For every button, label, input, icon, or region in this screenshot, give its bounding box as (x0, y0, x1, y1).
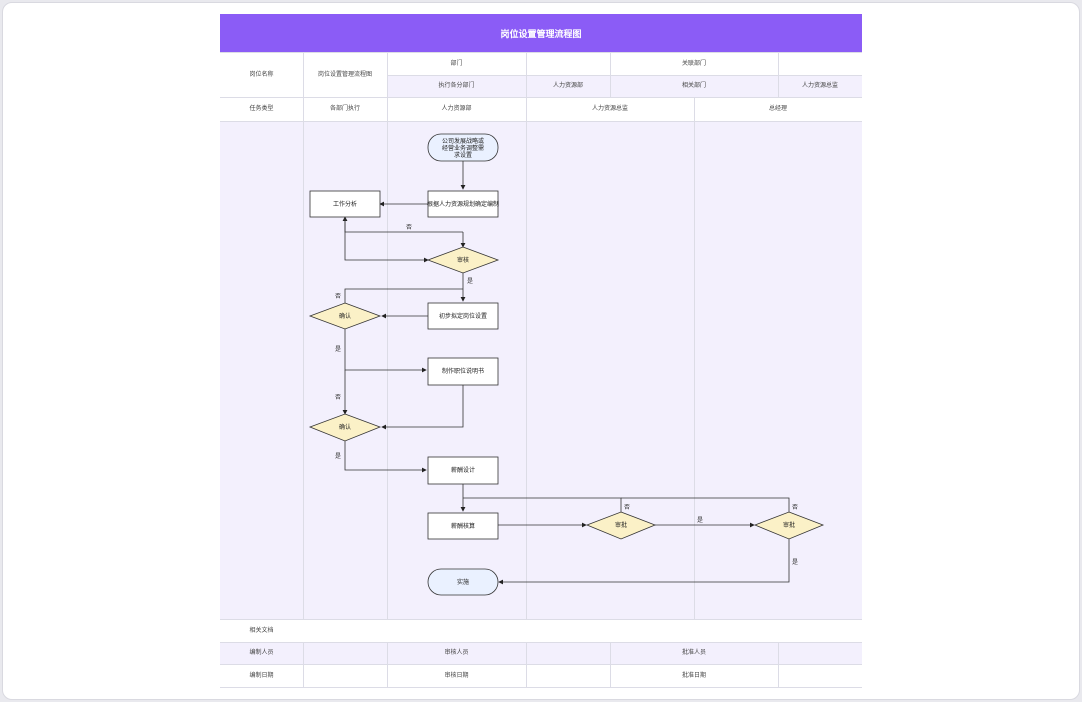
divider (778, 52, 779, 98)
adjust-node (427, 190, 499, 218)
label-review-yes: 是 (467, 278, 473, 285)
end-text: 实施 (457, 578, 469, 586)
label-approve2-no: 否 (792, 504, 798, 511)
divider (610, 642, 611, 688)
label-confirm2-yes: 是 (335, 453, 341, 460)
organize-node (427, 357, 499, 386)
flowchart-diagram: 公司发展战略或 经营业务调整需 求设置 根据人力资源规划确定编制 工作分析 审核… (308, 133, 825, 596)
edge-approve2-no (621, 497, 790, 512)
header-sub-3: 相关部门 (681, 82, 706, 90)
divider (303, 52, 304, 122)
start-text-3: 求设置 (454, 151, 472, 159)
lane-divider (526, 97, 527, 619)
job-analysis-text: 工作分析 (333, 200, 357, 208)
start-text-2: 经营业务调整需 (442, 144, 484, 152)
divider (220, 52, 862, 53)
report-text: 初步拟定岗位设置 (439, 312, 487, 320)
edge-confirm1-yes (344, 329, 427, 373)
lane-header-gm: 总经理 (768, 105, 787, 113)
divider (526, 52, 527, 98)
end-node (427, 568, 499, 596)
review-text: 审核 (457, 256, 469, 264)
prepare-node (427, 512, 499, 540)
edge-review-no (342, 216, 463, 233)
lane-header-task-type: 任务类型 (249, 105, 274, 113)
label-approve1-no: 否 (624, 504, 630, 511)
design-node (427, 456, 499, 485)
divider (610, 52, 611, 98)
label-confirm2-no: 否 (335, 394, 341, 401)
divider (387, 75, 862, 76)
label-confirm1-no: 否 (335, 293, 341, 300)
edge-confirm1-no (344, 288, 463, 303)
design-text: 薪酬设计 (451, 466, 475, 474)
job-analysis-node (309, 190, 381, 218)
prepared-date-label: 编制日期 (249, 671, 274, 679)
lane-header-hr-director: 人力资源总监 (591, 105, 628, 113)
lane-header-departments: 各部门执行 (329, 105, 360, 113)
report-node (427, 302, 499, 330)
divider (387, 52, 388, 122)
approve2-decision (753, 511, 825, 540)
label-confirm1-yes: 是 (335, 346, 341, 353)
adjust-text: 根据人力资源规划确定编制 (427, 200, 499, 208)
reviewed-date-label: 审核日期 (444, 671, 469, 679)
lane-divider (694, 97, 695, 619)
edge-organize-confirm2 (381, 385, 464, 430)
header-sub-band (387, 75, 862, 97)
edge-confirm2-design (344, 441, 427, 473)
approved-by-label: 批准人员 (681, 649, 706, 657)
start-text-1: 公司发展战略或 (442, 137, 484, 145)
prepare-text: 薪酬核算 (451, 522, 475, 530)
post-name-label: 岗位名称 (249, 70, 274, 78)
organize-text: 制作职位说明书 (442, 367, 484, 375)
approved-date-label: 批准日期 (681, 671, 706, 679)
label-approve1-yes: 是 (697, 517, 703, 524)
approve1-decision (585, 511, 657, 540)
divider (220, 642, 862, 643)
divider (220, 619, 862, 620)
label-approve2-yes: 是 (792, 559, 798, 566)
edge-approve2-end (498, 539, 790, 585)
edge-approve1-no (463, 497, 622, 512)
divider (220, 121, 862, 122)
related-dept-label: 关联部门 (681, 59, 706, 67)
prepared-by-label: 编制人员 (249, 649, 274, 657)
divider (387, 642, 388, 688)
confirm2-text: 确认 (339, 423, 351, 431)
approve2-text: 审批 (783, 521, 795, 529)
approve1-text: 审批 (615, 521, 627, 529)
header-sub-1: 执行各分部门 (438, 82, 475, 90)
confirm2-decision (308, 413, 382, 442)
footer-band (220, 642, 862, 664)
divider (220, 664, 862, 665)
divider (526, 642, 527, 688)
start-node (427, 133, 499, 162)
post-name-value: 岗位设置管理流程图 (317, 70, 372, 78)
edge-analysis-review (344, 217, 429, 263)
page-title: 岗位设置管理流程图 (220, 14, 862, 52)
flowchart-sheet: 岗位设置管理流程图 岗位名称 岗位设置管理流程图 部门 关联部门 执行各分部门 … (220, 14, 862, 688)
dept-group-label: 部门 (450, 59, 463, 67)
reviewed-by-label: 审核人员 (444, 649, 469, 657)
header-sub-2: 人力资源部 (552, 82, 583, 90)
divider (220, 97, 862, 98)
related-docs-label: 相关文档 (249, 626, 274, 634)
label-review-no: 否 (406, 224, 412, 231)
review-decision (426, 246, 500, 274)
divider (303, 642, 304, 688)
divider (220, 687, 862, 688)
divider (778, 642, 779, 688)
lane-divider (303, 121, 304, 619)
confirm1-text: 确认 (339, 312, 351, 320)
confirm1-decision (308, 302, 382, 330)
header-sub-4: 人力资源总监 (801, 82, 838, 90)
lane-header-hr: 人力资源部 (441, 105, 472, 113)
